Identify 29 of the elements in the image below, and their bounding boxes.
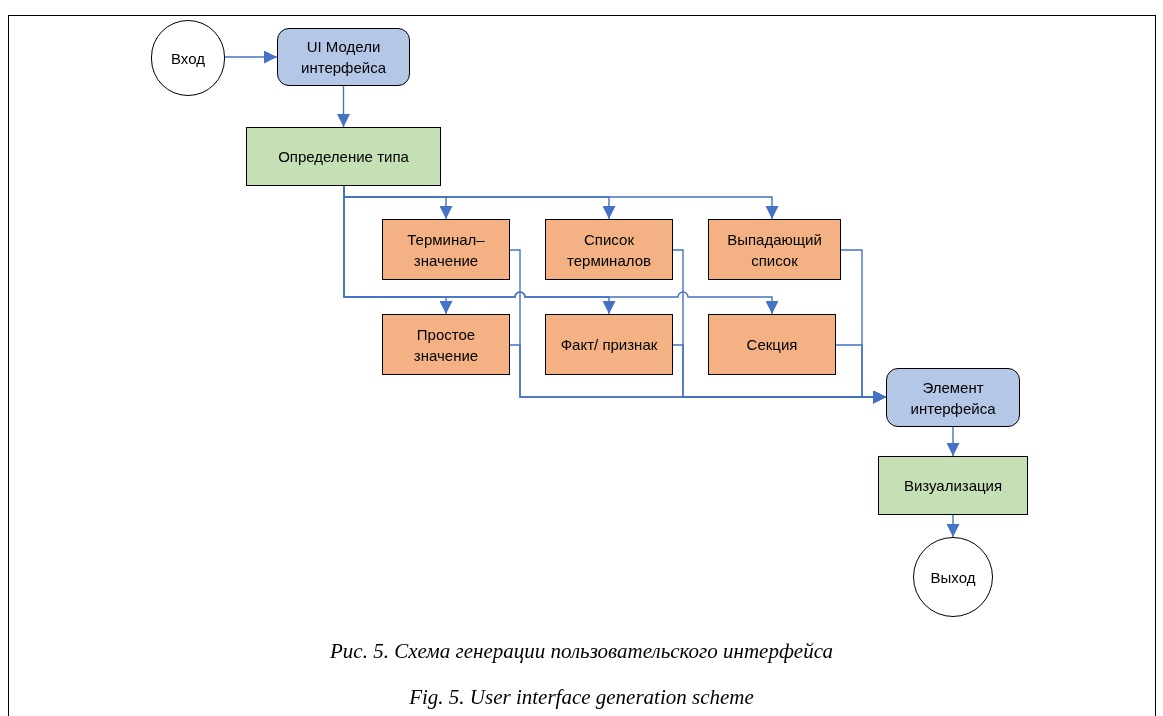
type-box xyxy=(382,219,510,280)
arrow xyxy=(946,426,960,457)
type-box xyxy=(382,314,510,375)
node-label: Простое значение xyxy=(412,324,480,366)
type-box xyxy=(545,219,673,280)
node-label: Элемент интерфейса xyxy=(909,377,997,419)
rounded-process-box xyxy=(886,368,1020,427)
node-label: Секция xyxy=(746,335,798,355)
node-label: Выход xyxy=(930,567,976,588)
node-label: Определение типа xyxy=(278,147,409,167)
node-label: Выпадающий список xyxy=(726,229,823,271)
process-box xyxy=(878,456,1028,515)
process-box xyxy=(246,127,441,186)
node-label: Список терминалов xyxy=(566,229,652,271)
node-label: Визуализация xyxy=(903,476,1003,496)
arrow xyxy=(224,50,278,64)
type-box xyxy=(708,314,836,375)
node-label: Вход xyxy=(171,48,205,69)
figure-caption: Рис. 5. Схема генерации пользовательского интерфейса xyxy=(330,638,833,665)
figure-caption: Fig. 5. User interface generation scheme xyxy=(409,683,754,711)
node-label: Факт/ признак xyxy=(560,335,658,355)
arrow xyxy=(337,85,350,128)
arrow xyxy=(946,514,960,538)
type-box xyxy=(708,219,841,280)
rounded-process-box xyxy=(277,28,410,86)
arrow xyxy=(835,344,887,404)
node-label: Терминал– значение xyxy=(406,229,486,271)
node-label: UI Модели интерфейса xyxy=(300,37,387,78)
type-box xyxy=(545,314,673,375)
